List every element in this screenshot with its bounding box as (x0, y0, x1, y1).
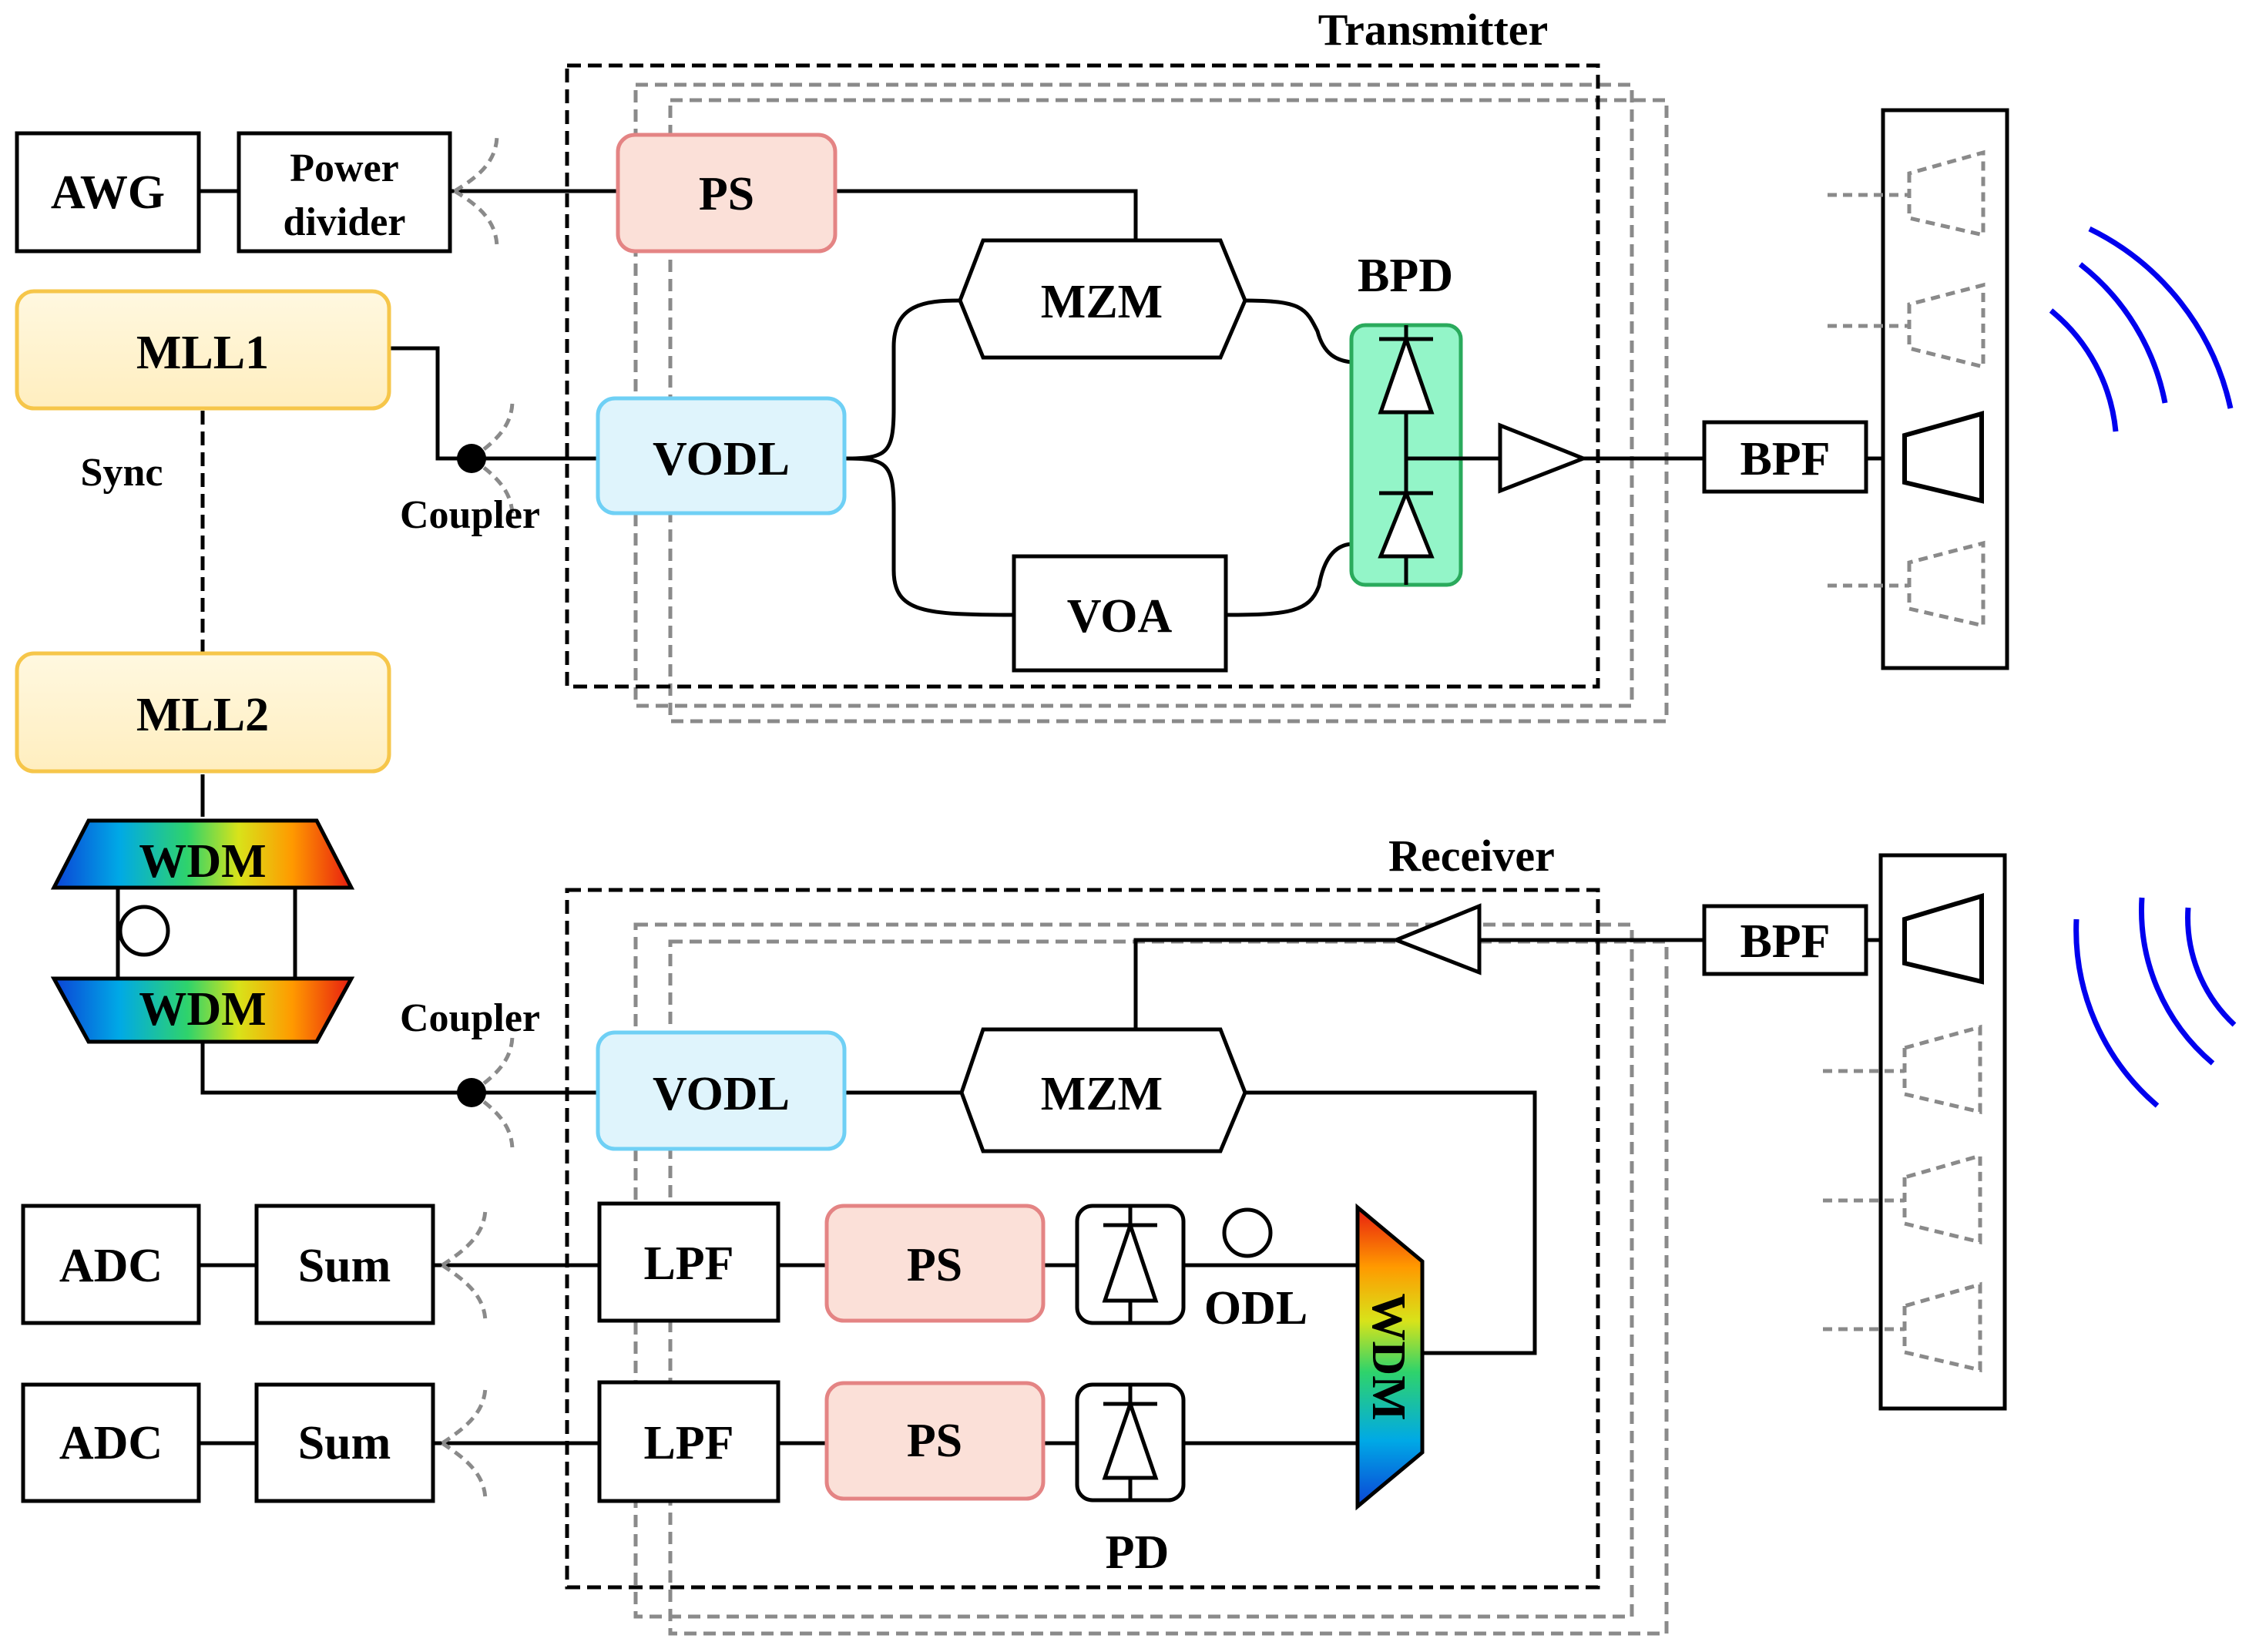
rx-ps-box-1 (824, 1204, 1046, 1323)
tx-coupler-dot (457, 444, 486, 473)
wdm-bottom-label: WDM (139, 983, 266, 1036)
odl-loop (1222, 1207, 1273, 1258)
rx-wdm-label: WDM (1362, 1293, 1415, 1420)
tx-mzm-label: MZM (1041, 276, 1163, 328)
rx-ps-box-2 (824, 1381, 1046, 1501)
rx-vodl-box (596, 1030, 847, 1151)
rx-ps-label-1: PS (907, 1239, 962, 1291)
mll2-label: MLL2 (136, 689, 269, 741)
rx-mzm-label: MZM (1041, 1068, 1163, 1120)
sum-box-1 (254, 1204, 435, 1325)
tx-bpf-label: BPF (1740, 433, 1830, 485)
receiver-frame (565, 888, 1600, 1590)
lpf-label-1: LPF (643, 1237, 733, 1290)
tx-ps-label: PS (699, 168, 754, 220)
splitter-tails (441, 134, 515, 1502)
rx-coupler-label: Coupler (400, 996, 540, 1040)
voa-label: VOA (1067, 590, 1173, 643)
sum-label-1: Sum (298, 1240, 391, 1292)
power-divider-label-2: divider (284, 200, 406, 244)
adc-label-1: ADC (59, 1240, 163, 1292)
receiver-label: Receiver (1388, 831, 1555, 881)
sum-box-2 (254, 1382, 435, 1503)
tx-coupler-label: Coupler (400, 493, 540, 537)
rx-ps-label-2: PS (907, 1415, 962, 1467)
sum-label-2: Sum (298, 1417, 391, 1469)
voa-box (1012, 554, 1228, 673)
mll1-label: MLL1 (136, 327, 269, 379)
pd-1 (1075, 1204, 1186, 1325)
wdm-demux-bottom (50, 976, 355, 1044)
rx-mzm-box (959, 1027, 1247, 1153)
rx-antenna-array (1823, 853, 2007, 1411)
rx-bpf-box (1702, 904, 1868, 976)
awg-box (15, 131, 201, 254)
bpd-label: BPD (1358, 250, 1453, 302)
tx-ps-box (616, 133, 838, 254)
adc-box-1 (21, 1204, 201, 1325)
rx-coupler-dot (457, 1078, 486, 1107)
rx-wires (199, 774, 1905, 1446)
bpd-box (1349, 323, 1500, 587)
mll1-box (15, 289, 391, 411)
tx-amplifier (1498, 422, 1589, 494)
transmitter-frame (565, 63, 1600, 689)
rx-amplifier (1391, 903, 1482, 975)
adc-label-2: ADC (59, 1417, 163, 1469)
sync-label: Sync (81, 451, 163, 495)
rx-bpf-label: BPF (1740, 915, 1830, 968)
tx-vodl-box (596, 396, 847, 515)
wdm-mux-top (50, 818, 355, 890)
power-divider-box (237, 131, 452, 254)
mll2-box (15, 651, 391, 774)
lpf-box-1 (597, 1201, 780, 1323)
tx-radiation-waves (2049, 226, 2234, 432)
lpf-label-2: LPF (643, 1417, 733, 1469)
rx-radiation-waves (2073, 897, 2237, 1108)
tx-bpf-box (1702, 420, 1868, 494)
odl-label: ODL (1204, 1282, 1307, 1335)
adc-box-2 (21, 1382, 201, 1503)
tx-antenna-array (1828, 108, 2009, 670)
tx-mzm-box (958, 238, 1247, 360)
tx-vodl-label: VODL (653, 433, 790, 485)
pd-2 (1075, 1382, 1186, 1503)
fiber-loop (118, 905, 170, 957)
awg-label: AWG (51, 166, 165, 219)
pd-label: PD (1106, 1526, 1170, 1579)
wdm-top-label: WDM (139, 835, 266, 888)
transmitter-label: Transmitter (1318, 5, 1549, 55)
rx-wdm (1355, 1203, 1425, 1511)
rx-vodl-label: VODL (653, 1068, 790, 1120)
power-divider-label-1: Power (290, 146, 398, 190)
lpf-box-2 (597, 1380, 780, 1503)
